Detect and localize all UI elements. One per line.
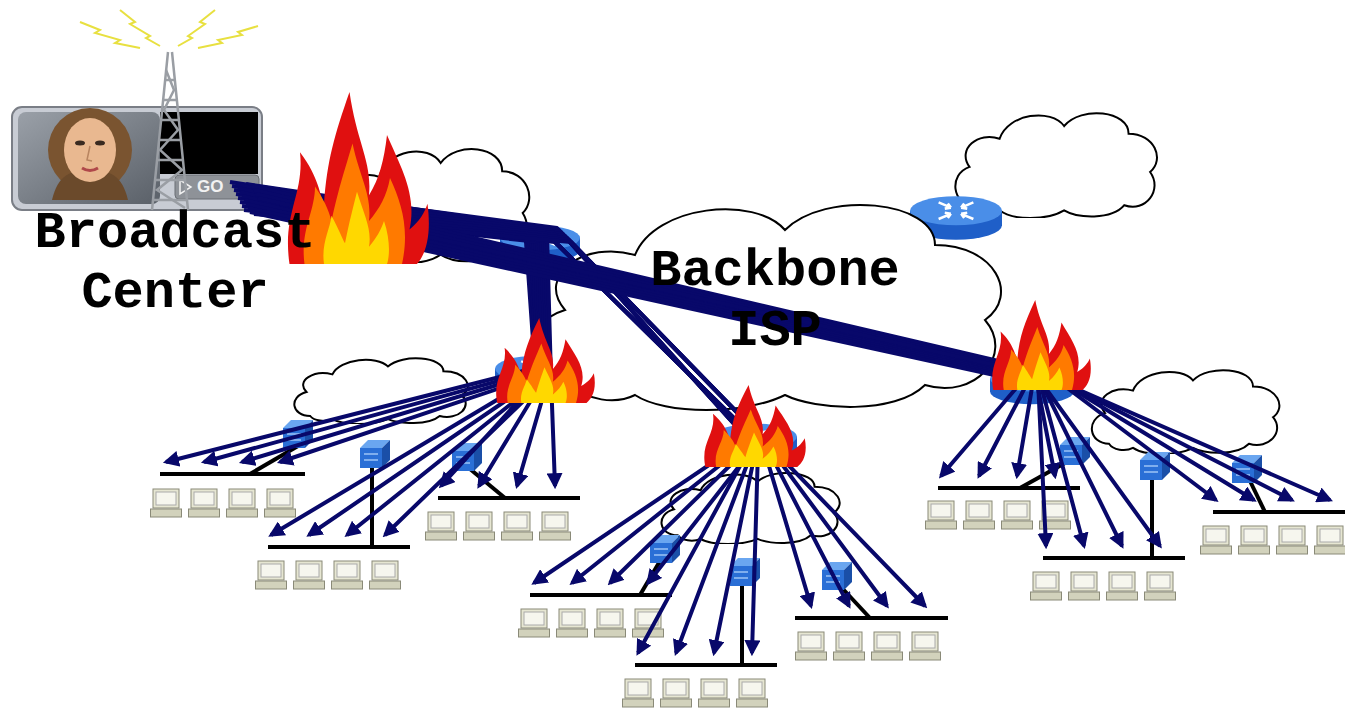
backbone-cloud: Backbone ISP xyxy=(515,185,1015,410)
node-text: Broadcast Center xyxy=(15,204,335,324)
node-text: Backbone ISP xyxy=(615,242,935,362)
cloud-shape xyxy=(532,205,1001,410)
button-label: GO xyxy=(197,176,223,198)
